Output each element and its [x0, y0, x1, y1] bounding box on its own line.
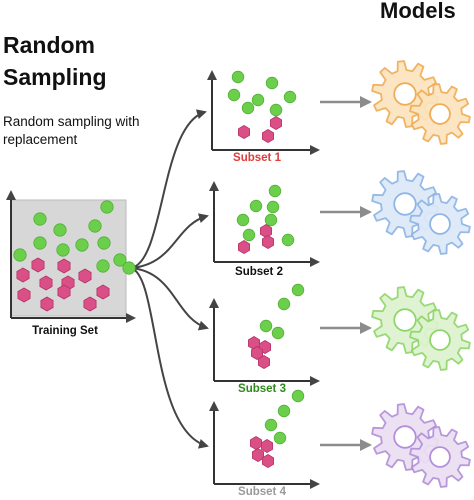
- description-line-2: replacement: [3, 132, 78, 147]
- green-point: [56, 243, 70, 257]
- models-heading: Models: [380, 0, 456, 23]
- connector-to-subset-2: [130, 213, 209, 269]
- gear-hub: [429, 103, 451, 125]
- pink-point: [250, 346, 264, 360]
- green-point: [75, 238, 89, 252]
- green-point: [271, 326, 285, 340]
- pink-point: [259, 224, 273, 238]
- pink-point: [83, 296, 97, 312]
- green-point: [231, 70, 245, 84]
- green-point: [33, 236, 47, 250]
- pink-point: [40, 296, 54, 312]
- green-point: [33, 212, 47, 226]
- gear-hub: [393, 425, 417, 449]
- gear-hub: [429, 213, 451, 235]
- pink-point: [39, 275, 53, 291]
- pink-point: [261, 129, 275, 143]
- model-1-gear-icon: [371, 60, 471, 145]
- green-point: [266, 200, 280, 214]
- pink-point: [237, 125, 251, 139]
- green-point: [242, 228, 256, 242]
- description-line-1: Random sampling with: [3, 114, 140, 129]
- pink-point: [78, 268, 92, 284]
- green-point: [53, 223, 67, 237]
- green-point: [283, 90, 297, 104]
- subset-3-plot: [209, 283, 320, 386]
- subset-3-label: Subset 3: [238, 383, 286, 395]
- gear-hub: [429, 329, 451, 351]
- connector-to-subset-4: [130, 267, 209, 449]
- green-point: [249, 199, 263, 213]
- pink-point: [57, 284, 71, 300]
- pink-point: [237, 240, 251, 254]
- training-set-label: Training Set: [32, 325, 98, 337]
- model-2-gear-icon: [371, 170, 471, 255]
- pink-point: [260, 439, 274, 453]
- title-line-2: Sampling: [3, 64, 107, 90]
- pink-point: [261, 454, 275, 468]
- title-line-1: Random: [3, 32, 95, 58]
- green-point: [269, 103, 283, 117]
- gear-hub: [393, 82, 417, 106]
- subset-2-plot: [209, 181, 320, 267]
- training-set-output-node: [122, 261, 136, 275]
- pink-point: [16, 267, 30, 283]
- green-point: [96, 259, 110, 273]
- green-point: [291, 283, 305, 297]
- green-point: [259, 319, 273, 333]
- subset-4-label: Subset 4: [238, 486, 286, 498]
- pink-point: [57, 258, 71, 274]
- model-3-gear-icon: [371, 286, 471, 371]
- subset-1-plot: [207, 70, 320, 155]
- green-point: [277, 297, 291, 311]
- pink-point: [257, 355, 271, 369]
- connector-to-subset-3: [130, 267, 209, 331]
- pink-point: [251, 448, 265, 462]
- green-point: [273, 431, 287, 445]
- pink-point: [31, 257, 45, 273]
- green-point: [100, 200, 114, 214]
- green-point: [268, 184, 282, 198]
- subset-4-plot: [209, 389, 320, 489]
- model-4-gear-icon: [371, 403, 471, 488]
- subset-2-label: Subset 2: [235, 266, 283, 278]
- green-point: [241, 101, 255, 115]
- green-point: [113, 253, 127, 267]
- green-point: [264, 418, 278, 432]
- green-point: [251, 93, 265, 107]
- green-point: [265, 76, 279, 90]
- green-point: [236, 213, 250, 227]
- pink-point: [269, 116, 283, 130]
- pink-point: [17, 287, 31, 303]
- subset-1-label: Subset 1: [233, 152, 281, 164]
- green-point: [97, 236, 111, 250]
- pink-point: [261, 235, 275, 249]
- gear-hub: [429, 446, 451, 468]
- green-point: [13, 248, 27, 262]
- green-point: [88, 219, 102, 233]
- gear-hub: [393, 308, 417, 332]
- connector-to-subset-1: [130, 109, 207, 269]
- green-point: [277, 404, 291, 418]
- pink-point: [96, 284, 110, 300]
- gear-hub: [393, 192, 417, 216]
- green-point: [291, 389, 305, 403]
- pink-point: [249, 436, 263, 450]
- green-point: [264, 213, 278, 227]
- green-point: [227, 88, 241, 102]
- green-point: [281, 233, 295, 247]
